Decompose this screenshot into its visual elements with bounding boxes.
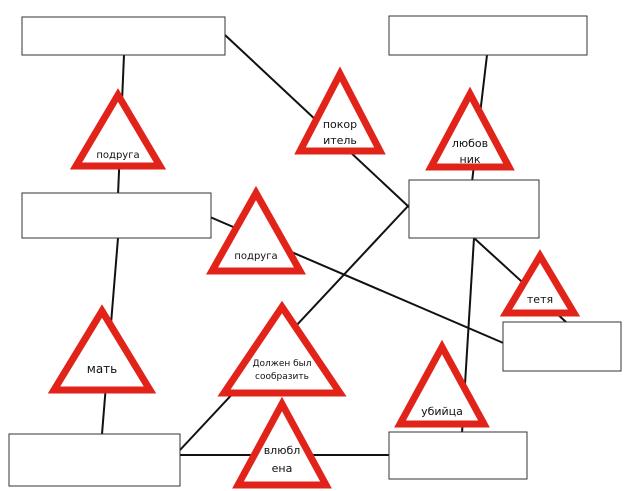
relation-label: Должен был	[252, 359, 311, 369]
relation-triangle: Должен был сообразить	[217, 300, 347, 397]
relation-triangle: подруга	[69, 88, 167, 170]
warning-triangle-icon	[69, 88, 167, 170]
warning-triangle-icon	[232, 396, 332, 489]
relation-label: ник	[460, 153, 481, 166]
relation-label: влюбл	[264, 444, 301, 457]
relation-triangle: убийца	[394, 339, 490, 428]
box-center-right[interactable]	[408, 179, 540, 239]
relation-triangle: тетя	[499, 249, 581, 317]
box-top-right[interactable]	[388, 15, 588, 56]
relation-label: итель	[323, 134, 357, 147]
box-right[interactable]	[502, 321, 622, 372]
box-bottom-left[interactable]	[8, 433, 181, 487]
relation-label: ена	[272, 462, 293, 475]
warning-triangle-icon	[425, 86, 515, 171]
relation-triangle: мать	[47, 304, 157, 394]
box-bottom-right[interactable]	[388, 431, 528, 480]
relation-label: подруга	[96, 150, 139, 161]
warning-triangle-icon	[47, 304, 157, 394]
person-boxes	[8, 15, 622, 487]
relation-label: мать	[87, 362, 117, 376]
relation-label: убийца	[421, 405, 463, 418]
relation-triangle: любов ник	[425, 86, 515, 171]
relation-triangle: влюбл ена	[232, 396, 332, 489]
warning-triangle-icon	[294, 66, 386, 155]
warning-triangle-icon	[499, 249, 581, 317]
relation-triangle: подруга	[206, 185, 306, 275]
relation-triangles: подруга покор итель любов ник подруга тетя мать…	[47, 66, 581, 489]
relation-label: сообразить	[255, 372, 309, 382]
relation-label: подруга	[234, 251, 277, 262]
relation-label: тетя	[527, 293, 553, 306]
warning-triangle-icon	[217, 300, 347, 397]
relation-triangle: покор итель	[294, 66, 386, 155]
warning-triangle-icon	[394, 339, 490, 428]
warning-triangle-icon	[206, 185, 306, 275]
box-mid-left[interactable]	[21, 192, 212, 239]
relation-label: покор	[323, 118, 357, 131]
relation-label: любов	[452, 137, 488, 150]
box-top-left[interactable]	[21, 16, 226, 56]
